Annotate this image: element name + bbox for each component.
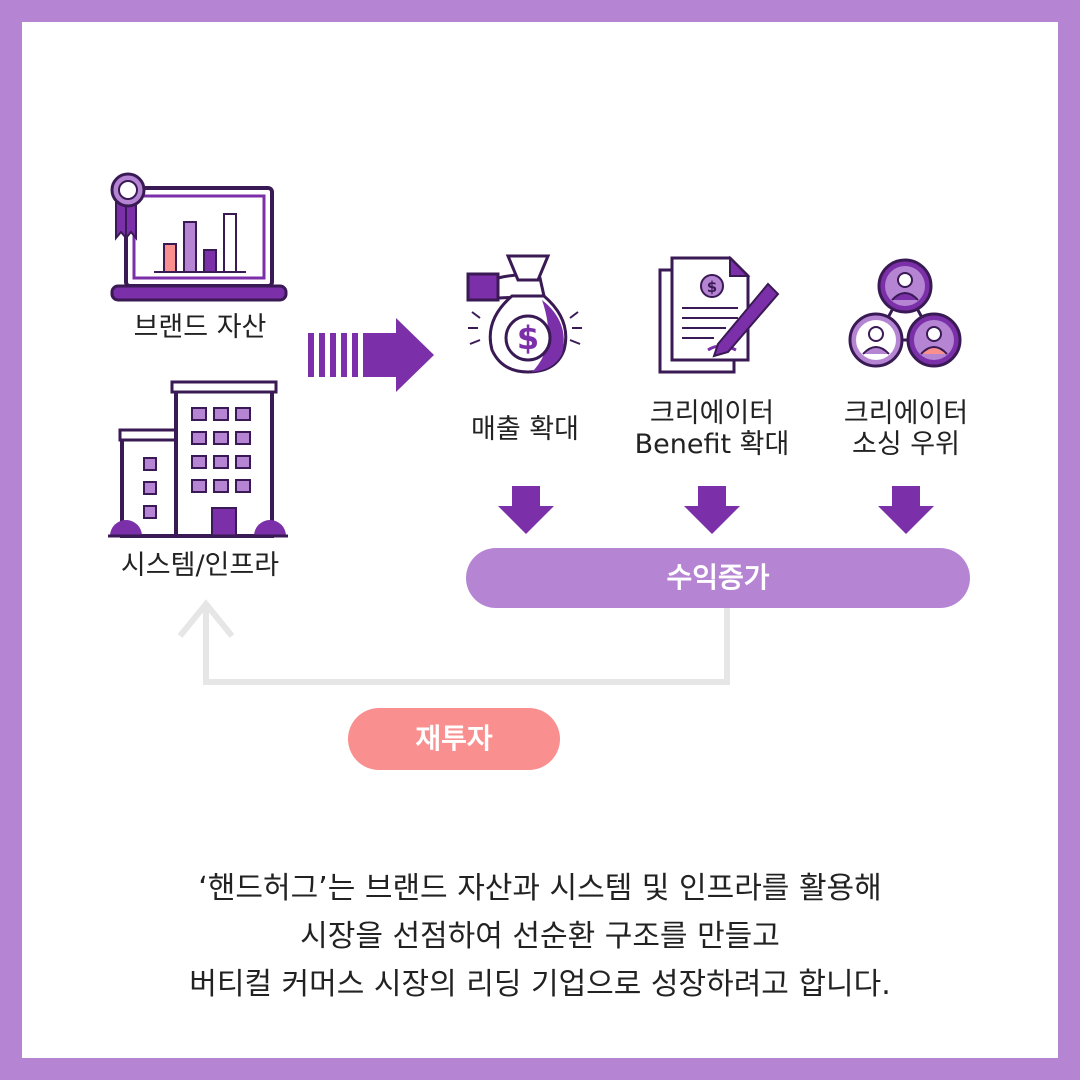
system-infra-label: 시스템/인프라 xyxy=(120,550,280,581)
building-icon xyxy=(108,380,288,538)
brand-asset-label: 브랜드 자산 xyxy=(133,312,267,343)
profit-increase-pill: 수익증가 xyxy=(466,548,970,608)
caption-line-3: 버티컬 커머스 시장의 리딩 기업으로 성장하려고 합니다. xyxy=(189,967,891,1002)
caption-line-1: ‘핸드허그’는 브랜드 자산과 시스템 및 인프라를 활용해 xyxy=(198,871,882,906)
benefit-label-creator: 크리에이터 Benefit 확대 xyxy=(634,398,790,460)
contract-icon: $ xyxy=(658,255,780,374)
svg-text:$: $ xyxy=(517,319,539,357)
laptop-chart-icon xyxy=(110,172,288,302)
caption-line-2: 시장을 선점하여 선순환 구조를 만들고 xyxy=(300,919,780,954)
benefit-label-sales: 매출 확대 xyxy=(471,414,579,445)
arrow-down-icon xyxy=(498,486,554,534)
svg-text:$: $ xyxy=(707,278,717,296)
arrow-right-icon xyxy=(308,318,434,392)
network-people-icon xyxy=(848,258,962,368)
arrow-down-icon xyxy=(878,486,934,534)
reinvest-pill: 재투자 xyxy=(348,708,560,770)
benefit-label-sourcing: 크리에이터 소싱 우위 xyxy=(843,398,969,460)
reinvest-loop-arrow xyxy=(177,599,730,685)
money-bag-icon: $ xyxy=(466,254,582,374)
arrow-down-icon xyxy=(684,486,740,534)
